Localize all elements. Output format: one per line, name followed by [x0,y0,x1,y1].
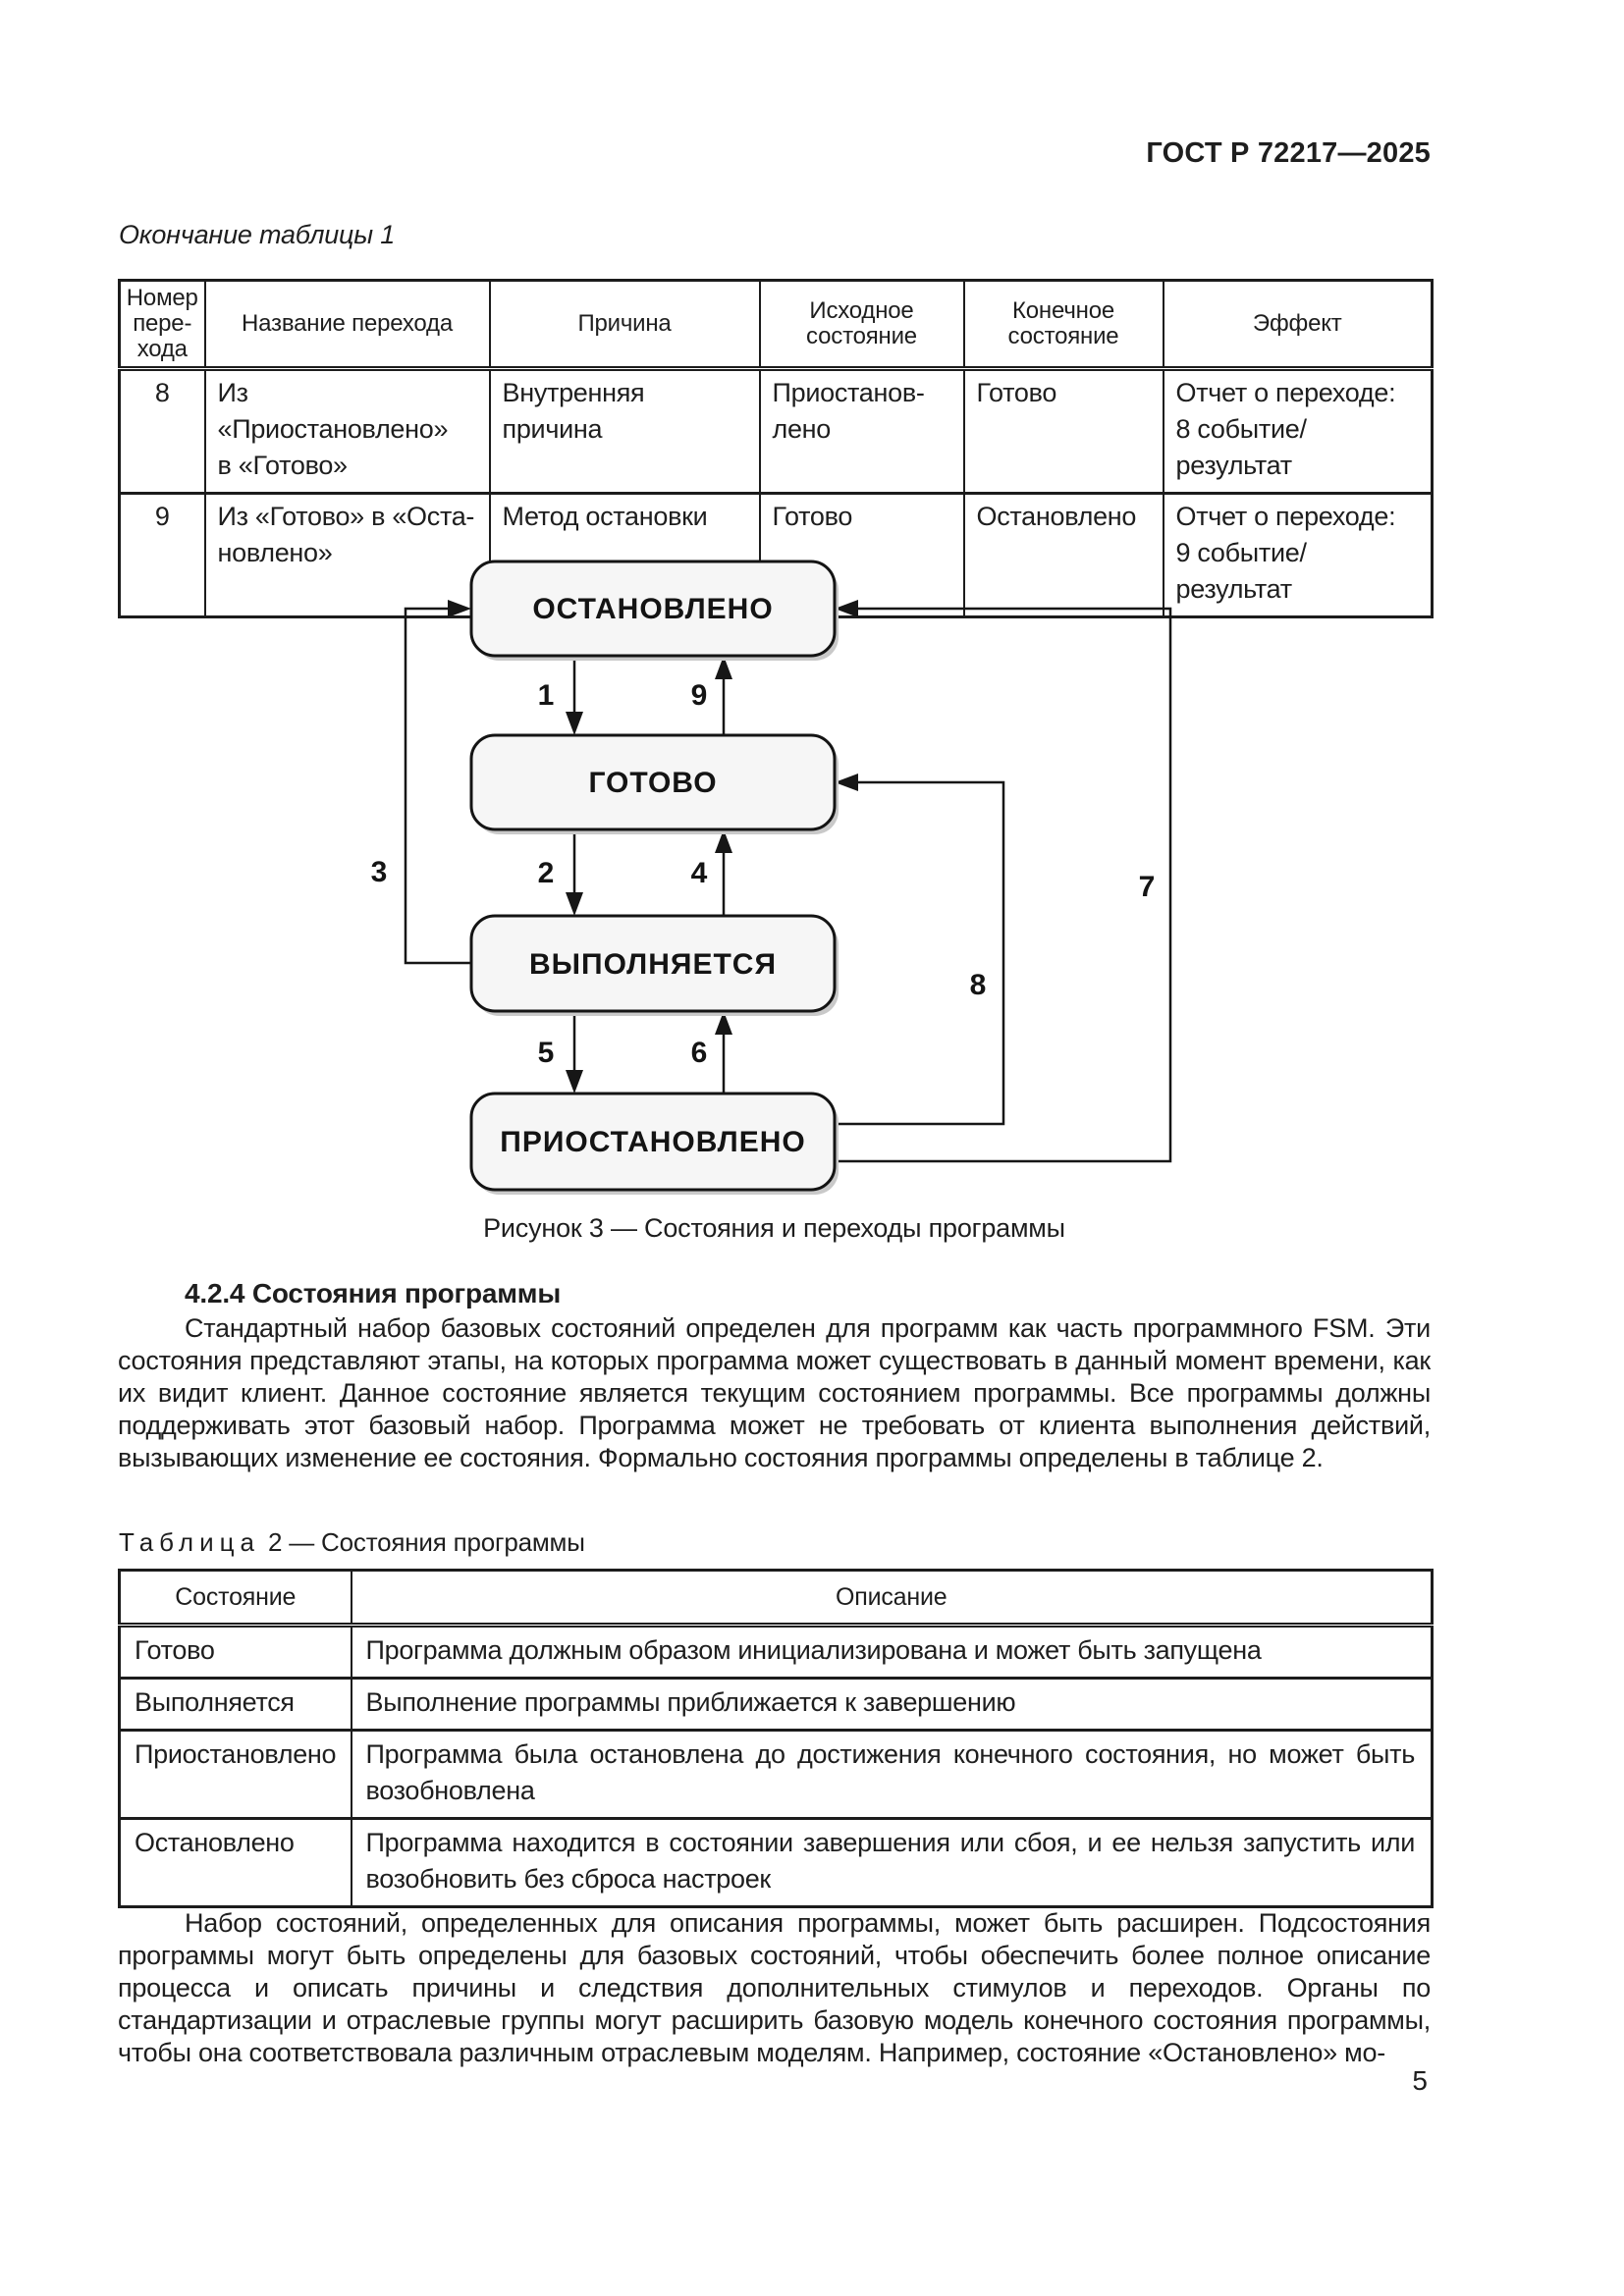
state-box-paused [469,1092,837,1192]
transition-label-9: 9 [691,679,708,712]
section-heading: 4.2.4 Состояния программы [185,1278,562,1308]
column-header-name: Название перехода [203,279,491,371]
table1-transitions: Номер пере- хода Название перехода Причи… [118,279,1434,618]
closing-paragraph: Набор состояний, определенных для описан… [118,1908,1431,2067]
column-header-reason: Причина [488,279,761,371]
transition-label-6: 6 [691,1037,708,1069]
cell-reason: Внутренняя причина [488,367,761,495]
page-number: 5 [1412,2065,1428,2096]
table1-header-row: Номер пере- хода Название перехода Причи… [118,279,1434,371]
transition-label-3: 3 [371,856,388,888]
state-box-running [469,914,837,1013]
cell-state: Готово [118,1624,352,1680]
state-diagram: ОСТАНОВЛЕНО ГОТОВО ВЫПОЛНЯЕТСЯ ПРИОСТАНО… [371,560,1172,1195]
column-header-from-state: Исходное состояние [758,279,965,371]
table2-label-rest: 2 — Состояния программы [267,1527,585,1557]
table1-continuation-label: Окончание таблицы 1 [119,220,396,249]
arrowhead-7 [835,600,858,617]
cell-to-state: Готово [962,367,1164,495]
cell-effect: Отчет о переходе: 8 событие/результат [1162,367,1434,495]
arrowhead-4 [715,829,732,853]
transition-arrow-3 [404,607,471,965]
column-header-description: Описание [350,1569,1434,1628]
transition-label-8: 8 [970,969,987,1001]
section-paragraph: Стандартный набор базовых состояний опре… [118,1313,1431,1472]
cell-state: Приостановлено [118,1729,352,1820]
cell-description: Программа находится в состоянии завершен… [350,1817,1434,1908]
table2-program-states: Состояние Описание Готово Программа долж… [118,1569,1434,1908]
arrowhead-6 [715,1011,732,1035]
table-row: Остановлено Программа находится в состоя… [118,1817,1434,1908]
cell-state: Остановлено [118,1817,352,1908]
cell-number: 9 [118,492,206,618]
transition-arrow-7 [835,607,1172,1163]
transition-label-5: 5 [538,1037,555,1069]
transition-label-2: 2 [538,857,555,889]
state-box-label: ГОТОВО [588,767,717,799]
cell-description: Программа была остановлена до достижения… [350,1729,1434,1820]
arrowhead-5 [566,1070,583,1094]
column-header-to-state: Конечное состояние [962,279,1164,371]
arrowhead-2 [566,892,583,916]
state-box-stopped [469,560,837,658]
transition-label-7: 7 [1139,871,1156,903]
state-box-label: ОСТАНОВЛЕНО [532,593,773,625]
figure-caption: Рисунок 3 — Состояния и переходы програм… [483,1213,1065,1243]
transition-arrow-8 [835,780,1005,1126]
table-row: Выполняется Выполнение программы приближ… [118,1677,1434,1732]
table2-header-row: Состояние Описание [118,1569,1434,1628]
arrowhead-9 [715,656,732,679]
arrowhead-3 [448,600,471,617]
cell-to-state: Остановлено [962,492,1164,618]
table-row: 9 Из «Готово» в «Оста- новлено» Метод ос… [118,492,1434,618]
table-row: Приостановлено Программа была остановлен… [118,1729,1434,1820]
cell-state: Выполняется [118,1677,352,1732]
cell-effect: Отчет о переходе: 9 событие/результат [1162,492,1434,618]
state-box-label: ВЫПОЛНЯЕТСЯ [529,948,777,981]
cell-description: Программа должным образом инициализирова… [350,1624,1434,1680]
state-box-ready [469,733,837,831]
column-header-state: Состояние [118,1569,352,1628]
cell-from-state: Приостанов- лено [758,367,965,495]
table2-label-word: Таблица [119,1527,260,1557]
cell-name: Из «Приостановлено» в «Готово» [203,367,491,495]
column-header-effect: Эффект [1162,279,1434,371]
column-header-number: Номер пере- хода [118,279,206,371]
cell-name: Из «Готово» в «Оста- новлено» [203,492,491,618]
transition-label-1: 1 [538,679,555,712]
transition-label-4: 4 [691,857,708,889]
arrowhead-1 [566,712,583,735]
table-row: Готово Программа должным образом инициал… [118,1624,1434,1680]
state-box-label: ПРИОСТАНОВЛЕНО [500,1126,805,1158]
document-header: ГОСТ Р 72217—2025 [1146,137,1431,169]
table-row: 8 Из «Приостановлено» в «Готово» Внутрен… [118,367,1434,495]
cell-number: 8 [118,367,206,495]
cell-description: Выполнение программы приближается к заве… [350,1677,1434,1732]
arrowhead-8 [835,774,858,791]
